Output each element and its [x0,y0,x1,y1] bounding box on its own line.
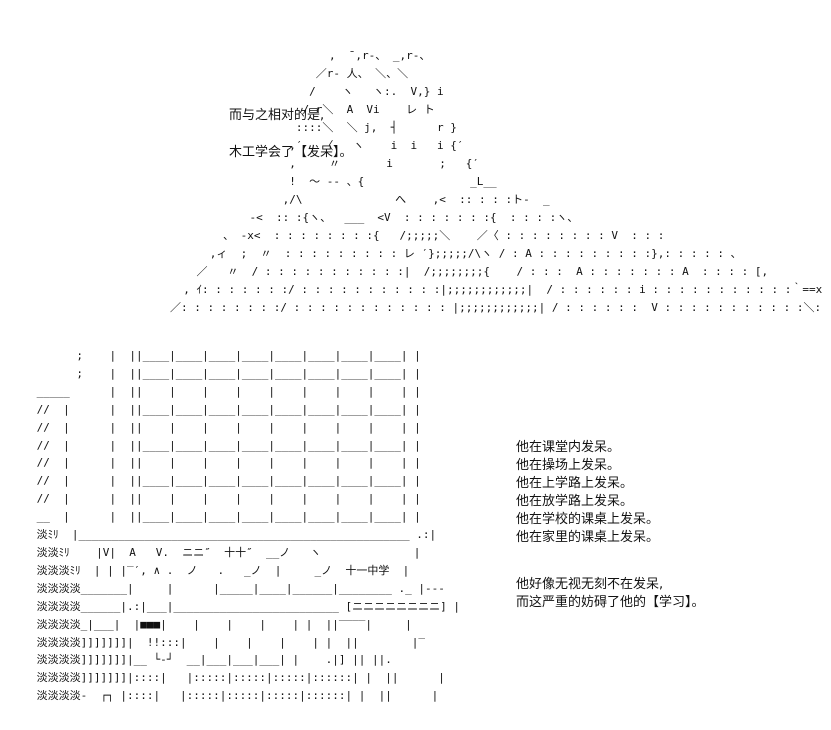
side-line: 他在放学路上发呆。 [516,494,634,509]
side-line: 他在操场上发呆。 [516,458,621,473]
side-line: 他好像无视无刻不在发呆, [516,577,664,592]
school-building-ascii-art: ; | ||____|____|____|____|____|____|____… [36,349,461,703]
side-line: 他在家里的课桌上发呆。 [516,530,660,545]
figure-ascii-art: , ¯,r‐、 _,r‐、 ／r‐ 人、 ＼、＼ / ヽ ヽ:. V,} i /… [170,49,831,314]
side-line: 他在学校的课桌上发呆。 [516,512,660,527]
side-line: 他在上学路上发呆。 [516,476,634,491]
side-line: 他在课堂内发呆。 [516,440,621,455]
side-text-block-1: 他在课堂内发呆。 他在操场上发呆。 他在上学路上发呆。 他在放学路上发呆。 他在… [516,439,659,547]
side-line: 而这严重的妨碍了他的【学习】。 [516,595,705,610]
side-text-block-2: 他好像无视无刻不在发呆, 而这严重的妨碍了他的【学习】。 [516,576,705,612]
top-caption-line-2: 木工学会了【发呆】。 [229,145,353,160]
top-caption-line-1: 而与之相对的是, [229,108,325,123]
